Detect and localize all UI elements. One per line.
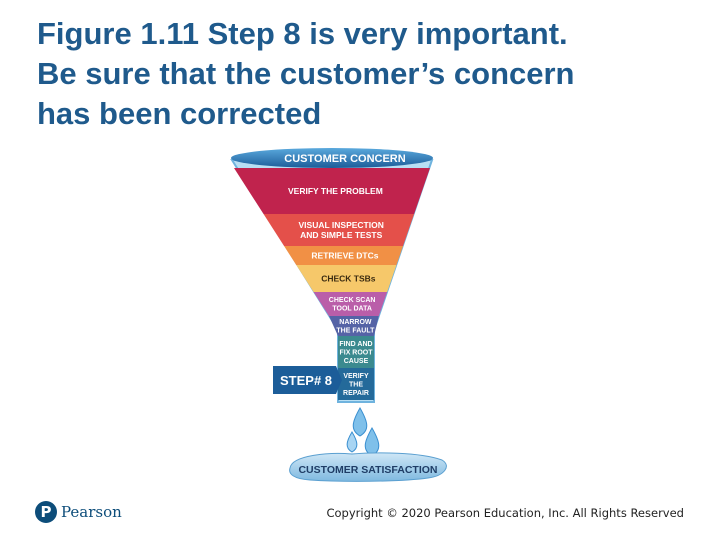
funnel-step-label-line: CAUSE [344, 358, 369, 365]
funnel-top-label: CUSTOMER CONCERN [284, 153, 405, 165]
funnel-step-label: NARROW THE FAULT [336, 319, 375, 335]
funnel-step-label-line: CHECK SCAN [329, 297, 376, 304]
funnel-step-label-line: THE FAULT [336, 328, 375, 335]
copyright-notice: Copyright © 2020 Pearson Education, Inc.… [326, 506, 684, 520]
step-callout-arrow [336, 366, 342, 394]
funnel-step-label-line: REPAIR [343, 390, 369, 397]
title-line: has been corrected [37, 96, 322, 131]
funnel-band [338, 336, 374, 368]
funnel-band [263, 214, 415, 246]
water-drop [352, 406, 368, 437]
funnel-band [313, 292, 388, 316]
pearson-logo-text: Pearson [61, 503, 122, 521]
funnel-band [296, 265, 397, 292]
water-drop [346, 431, 358, 453]
title-line: Be sure that the customer’s concern [37, 56, 575, 91]
step-callout-box [273, 366, 336, 394]
funnel-band [284, 246, 404, 265]
funnel-step-label-line: AND SIMPLE TESTS [300, 230, 383, 240]
step-callout-label: STEP# 8 [280, 373, 332, 388]
funnel-step-label-line: TOOL DATA [332, 306, 372, 313]
funnel-step-label-line: RETRIEVE DTCs [311, 250, 378, 260]
funnel-step-label-line: FIX ROOT [339, 349, 373, 356]
title-line: Figure 1.11 Step 8 is very important. [37, 16, 568, 51]
funnel-step-label: CHECK SCAN TOOL DATA [329, 297, 376, 313]
funnel-step-label-line: FIND AND [339, 341, 372, 348]
funnel-step-label-line: CHECK TSBs [321, 273, 376, 283]
funnel-band [329, 316, 379, 336]
funnel-bottom-label: CUSTOMER SATISFACTION [298, 464, 437, 476]
funnel-step-label: RETRIEVE DTCs [311, 250, 378, 260]
pearson-logo-icon: P [35, 501, 57, 523]
funnel-step-label: VERIFY THE PROBLEM [288, 186, 383, 196]
funnel-step-label-line: NARROW [339, 319, 372, 326]
water-drop [364, 426, 380, 457]
funnel-step-label-line: THE [349, 381, 363, 388]
funnel-band [338, 368, 374, 400]
funnel-rim [231, 148, 433, 168]
pearson-logo: P Pearson [35, 501, 122, 523]
funnel-step-label-line: VERIFY [343, 373, 369, 380]
funnel-band [234, 168, 430, 214]
funnel-step-label-line: VISUAL INSPECTION [299, 220, 384, 230]
funnel-step-label: CHECK TSBs [321, 273, 376, 283]
slide-title: Figure 1.11 Step 8 is very important. Be… [37, 14, 697, 134]
funnel-step-label-line: VERIFY THE PROBLEM [288, 186, 383, 196]
satisfaction-puddle [289, 452, 447, 482]
